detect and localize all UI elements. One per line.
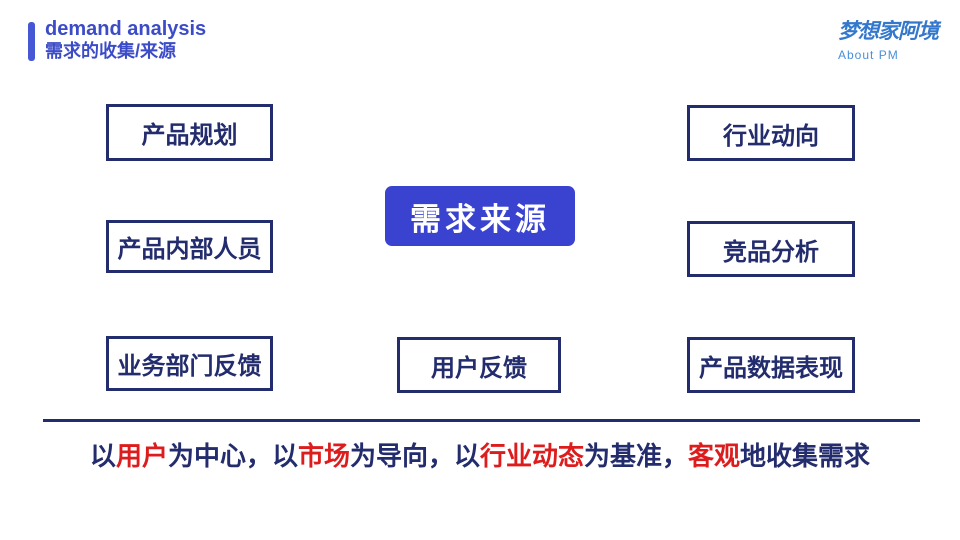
box-competitor-analysis: 竞品分析 — [687, 221, 855, 277]
divider-line — [43, 419, 920, 422]
summary-segment-highlight: 市场 — [297, 441, 350, 471]
summary-segment: 为中心，以 — [167, 441, 298, 471]
box-product-internal-staff: 产品内部人员 — [106, 220, 273, 273]
box-user-feedback: 用户反馈 — [397, 337, 561, 393]
summary-segment: 为导向，以 — [349, 441, 480, 471]
page-title-en: demand analysis — [45, 18, 207, 40]
summary-segment-highlight: 行业动态 — [480, 441, 585, 471]
box-industry-trends: 行业动向 — [687, 105, 855, 161]
summary-sentence: 以用户为中心，以市场为导向，以行业动态为基准，客观地收集需求 — [0, 436, 960, 473]
box-product-planning: 产品规划 — [106, 104, 273, 161]
center-box-demand-source: 需求来源 — [385, 186, 575, 246]
summary-segment: 以 — [89, 441, 116, 471]
page-title-zh: 需求的收集/来源 — [45, 41, 177, 61]
summary-segment-highlight: 客观 — [688, 441, 741, 471]
brand-name: 梦想家阿境 — [838, 20, 939, 43]
brand-subtitle: About PM — [838, 48, 899, 62]
brand-logo: 梦想家阿境 About PM — [838, 18, 939, 62]
header-accent-bar — [28, 22, 35, 61]
summary-segment: 为基准， — [584, 441, 689, 471]
summary-segment-highlight: 用户 — [115, 441, 168, 471]
box-product-data-performance: 产品数据表现 — [687, 337, 855, 393]
summary-segment: 地收集需求 — [740, 441, 871, 471]
box-business-dept-feedback: 业务部门反馈 — [106, 336, 273, 391]
